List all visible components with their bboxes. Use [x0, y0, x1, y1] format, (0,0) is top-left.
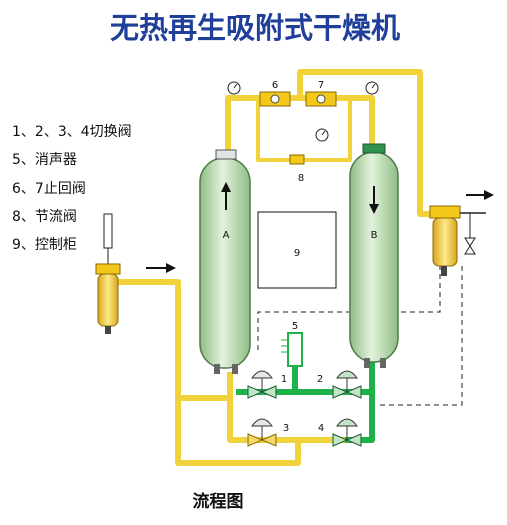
switch-valve-2: 2 — [317, 370, 362, 399]
muffler-5: 5 — [281, 321, 303, 367]
control-cabinet-label: 9 — [294, 248, 300, 259]
legend-item-throttle-valve: 8、节流阀 — [12, 209, 77, 225]
pipe-b-top — [350, 95, 375, 148]
check-valve-6: 6 — [259, 80, 291, 107]
tower-b-label: B — [371, 230, 378, 241]
pipe-a-top — [225, 95, 258, 152]
pressure-gauges — [227, 81, 379, 142]
pipe-outlet — [297, 69, 436, 217]
throttle-valve-8: 8 — [289, 154, 305, 184]
valve-8-label: 8 — [298, 173, 304, 184]
valve-3-label: 3 — [283, 423, 289, 434]
pipe-throttle — [256, 98, 352, 162]
switch-valve-1: 1 — [247, 370, 287, 399]
diagram-caption: 流程图 — [193, 491, 244, 512]
outlet-filter — [429, 190, 494, 276]
muffler-label: 5 — [292, 321, 298, 332]
legend-item-control-cabinet: 9、控制柜 — [12, 237, 77, 253]
pipe-bottom-yellow — [227, 372, 345, 443]
control-cabinet: 9 — [257, 211, 337, 289]
tower-a: A — [199, 149, 251, 374]
legend-item-switch-valves: 1、2、3、4切换阀 — [12, 123, 132, 140]
page-title: 无热再生吸附式干燥机 — [110, 11, 400, 45]
legend-item-muffler: 5、消声器 — [12, 152, 77, 168]
valve-4-label: 4 — [318, 423, 324, 434]
switch-valve-4: 4 — [318, 418, 362, 447]
legend: 1、2、3、4切换阀 5、消声器 6、7止回阀 8、节流阀 9、控制柜 — [12, 123, 132, 253]
tower-b: B — [349, 143, 399, 368]
valve-1-label: 1 — [281, 374, 287, 385]
valve-7-label: 7 — [318, 80, 324, 91]
valve-6-label: 6 — [272, 80, 278, 91]
arrow-down-icon — [369, 204, 379, 214]
check-valve-7: 7 — [305, 80, 337, 107]
tower-a-label: A — [223, 230, 230, 241]
control-lines — [257, 266, 463, 406]
valve-2-label: 2 — [317, 374, 323, 385]
arrow-up-icon — [221, 182, 231, 192]
arrow-right-icon — [166, 263, 176, 273]
pipe-inlet — [118, 279, 301, 466]
arrow-right-icon — [484, 190, 494, 200]
inlet-filter — [95, 213, 176, 334]
legend-item-check-valves: 6、7止回阀 — [12, 181, 86, 197]
switch-valve-3: 3 — [247, 418, 289, 447]
